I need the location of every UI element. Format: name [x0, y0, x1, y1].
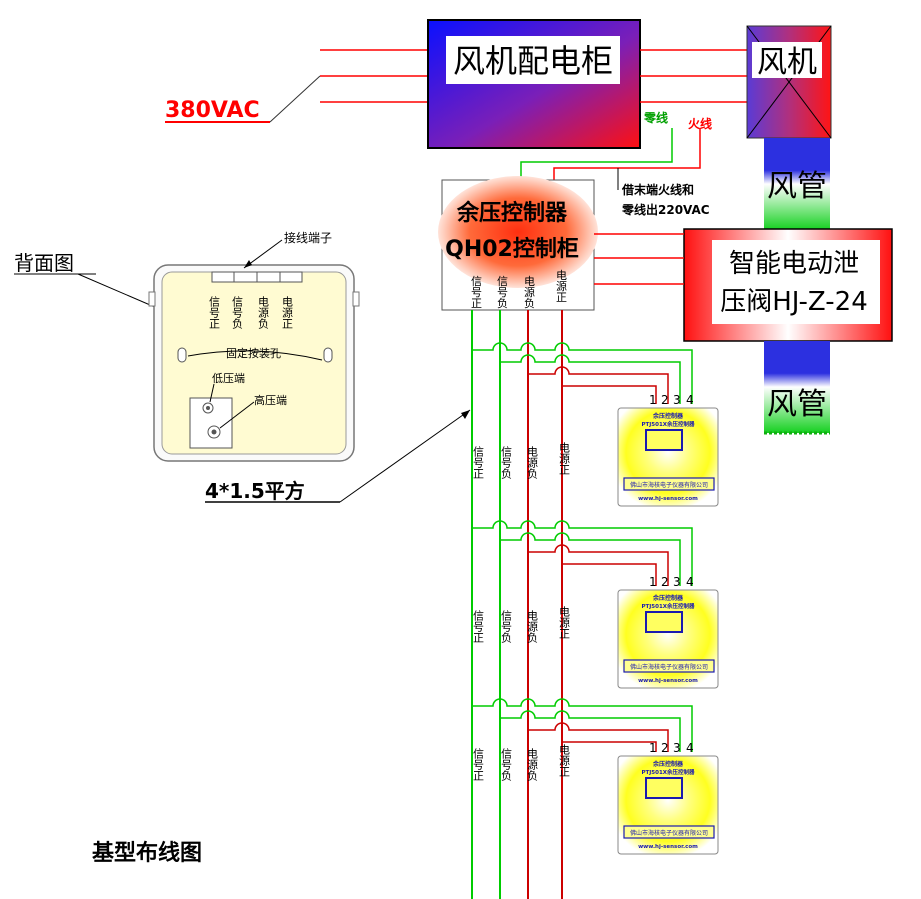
sensor-pin-4: 4 [686, 393, 694, 407]
sensor-name: 余压控制器 [652, 594, 684, 602]
back-terminal-labels: 信号正 信号负 电源负 电源正 [208, 296, 294, 330]
sensor-model: PTJ501X余压控制器 [641, 768, 695, 776]
bus-label-power-neg: 电源负 [526, 748, 539, 782]
back-terminal-4: 电源正 [281, 296, 294, 329]
bus-label-power-neg: 电源负 [526, 446, 539, 480]
sensor-company: 佛山市海核电子仪器有限公司 [630, 481, 708, 489]
branch-wires [472, 342, 693, 752]
bus-labels-3: 信号正 信号负 电源负 电源正 [472, 744, 571, 782]
sensor-company: 佛山市海核电子仪器有限公司 [630, 663, 708, 671]
sensor-company: 佛山市海核电子仪器有限公司 [630, 829, 708, 837]
sensor-name: 余压控制器 [652, 412, 684, 420]
terminal-block [211, 271, 303, 283]
sensor-pin-3: 3 [673, 575, 681, 589]
sensor-pin-1: 1 [649, 393, 657, 407]
sensor-pin-4: 4 [686, 741, 694, 755]
sensor-unit-3: 1 2 3 4 余压控制器 PTJ501X余压控制器 佛山市海核电子仪器有限公司… [617, 741, 719, 855]
bus-labels-1: 信号正 信号负 电源负 电源正 [472, 442, 571, 480]
diagram-caption: 基型布线图 [92, 840, 202, 866]
bus-label-power-neg: 电源负 [526, 610, 539, 644]
bus-label-power-pos: 电源正 [558, 744, 571, 777]
mounting-holes-label: 固定按装孔 [226, 346, 281, 360]
fan-label: 风机 [757, 45, 817, 80]
bus-label-signal-neg: 信号负 [500, 610, 513, 644]
controller-terminal-4: 电源正 [555, 269, 568, 302]
sensor-url: www.hj-sensor.com [638, 844, 698, 850]
duct-upper: 风管 [764, 138, 830, 230]
sensor-url: www.hj-sensor.com [638, 496, 698, 502]
bus-label-signal-pos: 信号正 [472, 610, 485, 643]
sensor-pin-1: 1 [649, 575, 657, 589]
sensor-pin-3: 3 [673, 393, 681, 407]
back-terminal-2: 信号负 [231, 296, 244, 330]
sensor-model: PTJ501X余压控制器 [641, 420, 695, 428]
supply-voltage-label: 380VAC [165, 98, 260, 123]
cable-spec-callout: 4*1.5平方 [205, 409, 471, 503]
fan: 风机 [746, 25, 832, 139]
bus-label-signal-neg: 信号负 [500, 748, 513, 782]
sensor-model: PTJ501X余压控制器 [641, 602, 695, 610]
duct-lower: 风管 [764, 341, 830, 435]
power-note-line1: 借末端火线和 [621, 182, 694, 197]
pressure-controller-cabinet: 余压控制器 QH02控制柜 信号正 信号负 电源负 电源正 [438, 176, 684, 311]
controller-terminal-2: 信号负 [496, 275, 509, 309]
bus-labels-2: 信号正 信号负 电源负 电源正 [472, 606, 571, 644]
valve-label-line1: 智能电动泄 [729, 249, 859, 279]
sensor-pin-3: 3 [673, 741, 681, 755]
back-terminal-1: 信号正 [208, 296, 221, 329]
bus-label-signal-pos: 信号正 [472, 748, 485, 781]
live-label: 火线 [688, 116, 712, 131]
low-pressure-port: 低压端 [212, 372, 245, 385]
valve-label-line2: 压阀HJ-Z-24 [720, 287, 868, 317]
sensor-url: www.hj-sensor.com [638, 678, 698, 684]
sensor-pin-4: 4 [686, 575, 694, 589]
back-terminal-3: 电源负 [257, 296, 270, 330]
back-view: 背面图 接线端子 信号正 信号负 电源负 电源正 固定按装孔 [14, 230, 360, 462]
back-view-title: 背面图 [14, 251, 74, 275]
controller-terminal-3: 电源负 [523, 275, 536, 309]
cable-spec-label: 4*1.5平方 [205, 479, 305, 503]
fan-cabinet: 风机配电柜 零线 火线 [320, 19, 747, 149]
terminal-callout: 接线端子 [284, 230, 332, 245]
controller-label-line1: 余压控制器 [456, 200, 568, 226]
power-note-line2: 零线出220VAC [621, 202, 710, 217]
bus-label-power-pos: 电源正 [558, 442, 571, 475]
pressure-relief-valve: 智能电动泄 压阀HJ-Z-24 [683, 228, 893, 342]
controller-terminal-1: 信号正 [470, 275, 483, 308]
cabinet-to-controller-wires: 借末端火线和 零线出220VAC [520, 128, 710, 217]
sensor-pin-2: 2 [661, 393, 669, 407]
controller-label-line2: QH02控制柜 [445, 236, 579, 262]
sensor-pin-2: 2 [661, 741, 669, 755]
controller-terminal-labels: 信号正 信号负 电源负 电源正 [470, 269, 568, 309]
sensor-unit-1: 1 2 3 4 余压控制器 PTJ501X余压控制器 佛山市海核电子仪器有限公司… [617, 393, 719, 507]
sensor-pin-2: 2 [661, 575, 669, 589]
fan-cabinet-title: 风机配电柜 [453, 42, 613, 80]
neutral-label: 零线 [643, 110, 668, 125]
high-pressure-port: 高压端 [254, 393, 287, 407]
duct-upper-label: 风管 [767, 169, 827, 204]
bus-label-signal-pos: 信号正 [472, 446, 485, 479]
bus-label-power-pos: 电源正 [558, 606, 571, 639]
sensor-pin-1: 1 [649, 741, 657, 755]
supply-callout: 380VAC [165, 75, 321, 123]
sensor-name: 余压控制器 [652, 760, 684, 768]
bus-wires [471, 310, 563, 899]
duct-lower-label: 风管 [767, 387, 827, 422]
sensor-unit-2: 1 2 3 4 余压控制器 PTJ501X余压控制器 佛山市海核电子仪器有限公司… [617, 575, 719, 689]
bus-label-signal-neg: 信号负 [500, 446, 513, 480]
